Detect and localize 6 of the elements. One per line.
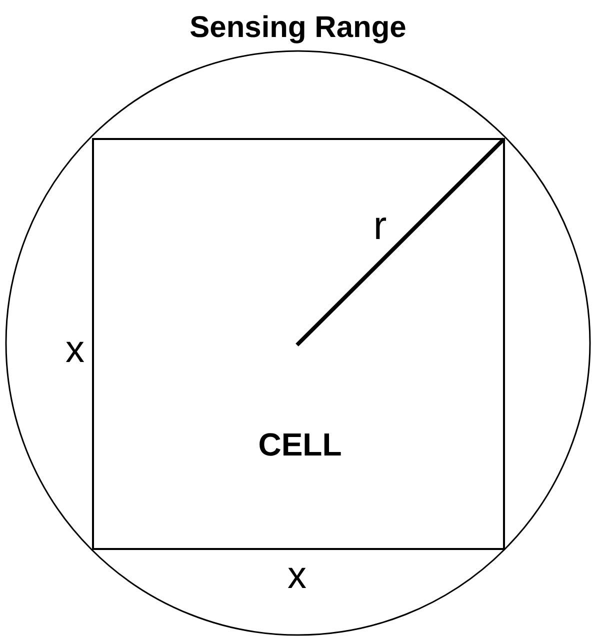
cell-square — [92, 138, 505, 550]
side-length-label: x — [288, 557, 306, 595]
radius-label: r — [373, 206, 387, 246]
side-length-label: x — [66, 331, 84, 369]
cell-label: CELL — [258, 426, 342, 464]
sensing-range-label: Sensing Range — [190, 11, 406, 45]
